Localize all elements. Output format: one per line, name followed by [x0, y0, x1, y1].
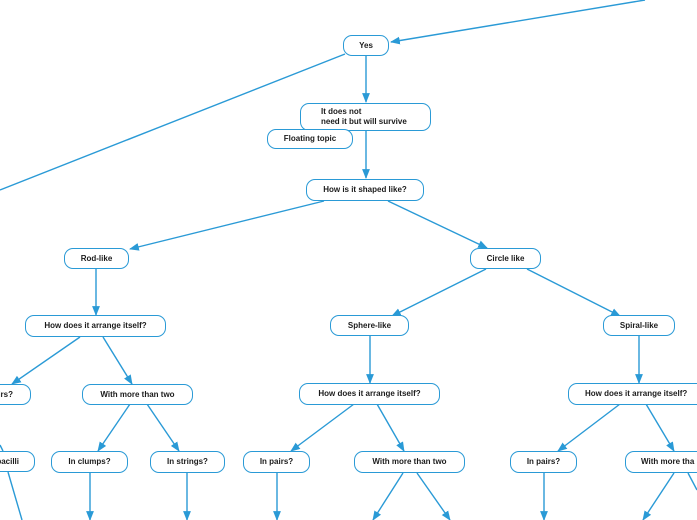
connector-line [376, 403, 405, 452]
node-spiral-arrange-question[interactable]: How does it arrange itself? [568, 383, 697, 405]
connector-line [687, 472, 697, 491]
node-shape-question[interactable]: How is it shaped like? [306, 179, 424, 201]
connector-line [146, 403, 180, 452]
connector-line [387, 200, 488, 249]
node-spiral-in-pairs[interactable]: In pairs? [510, 451, 577, 473]
connector-line [102, 336, 133, 385]
node-sphere-more-than-two[interactable]: With more than two [354, 451, 465, 473]
connector-line [372, 472, 404, 520]
connector-line [390, 0, 646, 45]
node-sphere-in-pairs[interactable]: In pairs? [243, 451, 310, 473]
node-yes[interactable]: Yes [343, 35, 389, 56]
connector-line [97, 403, 131, 452]
node-bacilli[interactable]: bacilli [0, 451, 35, 472]
connector-line [11, 336, 81, 385]
node-in-strings[interactable]: In strings? [150, 451, 225, 473]
node-spiral-like[interactable]: Spiral-like [603, 315, 675, 336]
node-does-not-need[interactable]: It does not need it but will survive [300, 103, 431, 131]
connector-line [526, 268, 621, 317]
connector-line [129, 200, 325, 251]
node-rod-more-than-two[interactable]: With more than two [82, 384, 193, 405]
node-spiral-more-than-two[interactable]: With more tha [625, 451, 697, 473]
node-floating-topic[interactable]: Floating topic [267, 129, 353, 149]
node-sphere-arrange-question[interactable]: How does it arrange itself? [299, 383, 440, 405]
node-circle-like[interactable]: Circle like [470, 248, 541, 269]
connector-line [557, 403, 621, 452]
node-rod-like[interactable]: Rod-like [64, 248, 129, 269]
connector-line [391, 268, 487, 317]
connector-line [7, 471, 23, 520]
node-rod-arrange-question[interactable]: How does it arrange itself? [25, 315, 166, 337]
node-sphere-like[interactable]: Sphere-like [330, 315, 409, 336]
connector-line [0, 444, 4, 452]
connector-line [290, 403, 355, 452]
connector-line [642, 472, 675, 520]
node-in-clumps[interactable]: In clumps? [51, 451, 128, 473]
connector-line [645, 403, 675, 452]
connector-line [0, 53, 346, 191]
node-rod-pairs-question[interactable]: airs? [0, 384, 31, 405]
connector-line [416, 472, 451, 520]
